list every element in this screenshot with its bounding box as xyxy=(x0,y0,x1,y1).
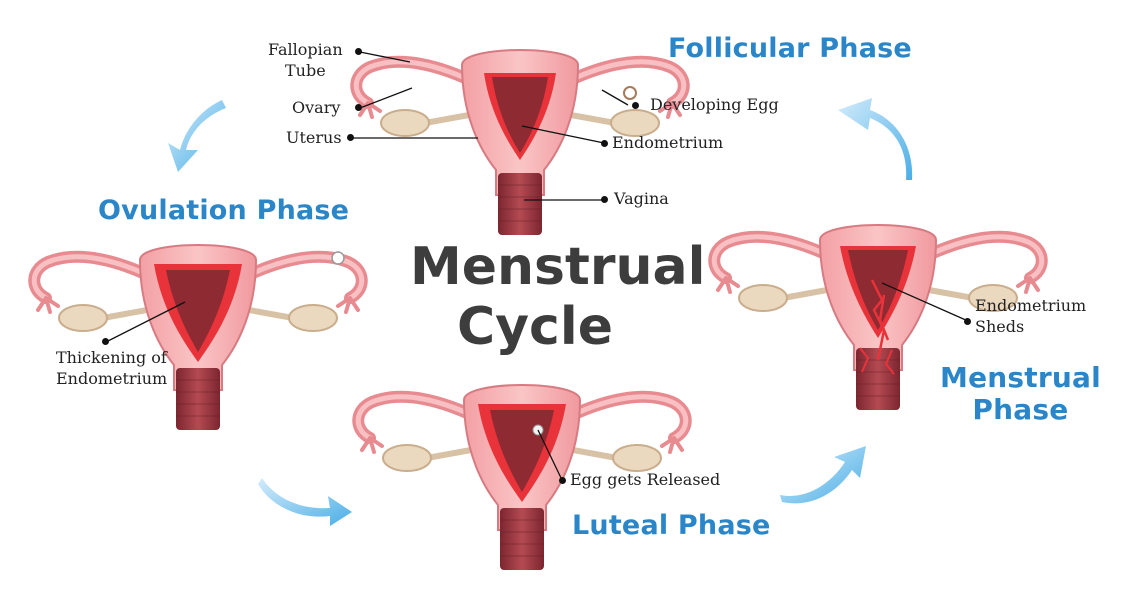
label-thickening-line-1: Thickening of xyxy=(56,348,167,367)
label-sheds-line-1: Endometrium xyxy=(975,296,1087,315)
label-endometrium: Endometrium xyxy=(612,133,724,152)
dot-developing-egg xyxy=(632,102,639,109)
phase-ovulation: Ovulation Phase xyxy=(98,195,350,226)
diagram-title: Menstrual Cycle xyxy=(410,237,706,358)
label-sheds-line-2: Sheds xyxy=(975,316,1025,336)
uterus-ovulation xyxy=(34,245,362,430)
cycle-arrows xyxy=(168,98,913,526)
label-fallopian-line-1: Fallopian xyxy=(268,40,343,59)
dot-fallopian xyxy=(355,48,362,55)
label-thickening: Thickening of Endometrium xyxy=(56,348,167,390)
title-line-1: Menstrual xyxy=(410,237,706,297)
title-line-2: Cycle xyxy=(457,296,613,357)
label-egg-released: Egg gets Released xyxy=(570,470,721,489)
phase-menstrual-line-1: Menstrual xyxy=(940,361,1101,394)
label-thickening-line-2: Endometrium xyxy=(56,368,168,388)
phase-luteal: Luteal Phase xyxy=(572,510,771,541)
label-endometrium-sheds: Endometrium Sheds xyxy=(975,296,1086,338)
label-developing-egg: Developing Egg xyxy=(650,95,779,114)
dot-thickening xyxy=(102,338,109,345)
label-uterus: Uterus xyxy=(286,128,342,147)
dot-endometrium xyxy=(601,140,608,147)
phase-follicular: Follicular Phase xyxy=(668,33,912,64)
label-ovary: Ovary xyxy=(292,98,341,117)
dot-ovary xyxy=(355,104,362,111)
phase-menstrual-line-2: Phase xyxy=(972,393,1069,427)
phase-menstrual: Menstrual Phase xyxy=(940,361,1101,427)
arrow-ovulation-to-luteal xyxy=(258,478,352,526)
dot-vagina xyxy=(601,196,608,203)
arrow-luteal-to-menstrual xyxy=(780,446,866,504)
uterus-follicular xyxy=(356,50,684,235)
arrow-follicular-to-ovulation xyxy=(168,100,226,172)
dot-endometrium-sheds xyxy=(964,318,971,325)
label-fallopian-tube: Fallopian Tube xyxy=(268,40,343,82)
leader-lines xyxy=(105,51,969,481)
label-fallopian-line-2: Tube xyxy=(284,60,326,80)
label-vagina: Vagina xyxy=(614,189,669,208)
dot-egg-released xyxy=(559,477,566,484)
arrow-menstrual-to-follicular xyxy=(838,98,913,180)
dot-uterus xyxy=(347,134,354,141)
uterus-menstrual xyxy=(714,225,1042,410)
